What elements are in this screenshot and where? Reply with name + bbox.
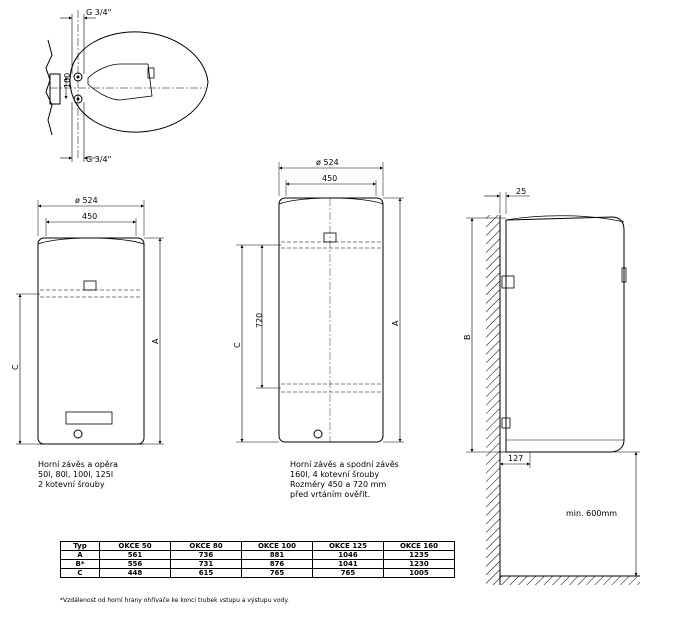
center-width-label: 450: [322, 174, 337, 183]
floor-hatching: [500, 576, 640, 585]
pipe-label-top: G 3/4": [86, 8, 111, 17]
side-pipe-label: 127: [508, 454, 523, 463]
left-width-label: 450: [82, 212, 97, 221]
table-row: A 561 736 881 1046 1235: [60, 550, 455, 560]
pipe-spacing-label: 100: [63, 73, 72, 88]
footnote: *Vzdálenost od horní hrany ohřívače ke k…: [60, 597, 289, 604]
table-row: B* 556 731 876 1041 1230: [60, 559, 455, 569]
left-diameter-label: ø 524: [75, 196, 98, 205]
dimensions-table: Typ OKCE 50 OKCE 80 OKCE 100 OKCE 125 OK…: [60, 541, 455, 578]
center-thermostat-knob: [313, 429, 323, 439]
left-caption: Horní závěs a opěra 50l, 80l, 100l, 125l…: [38, 460, 118, 489]
table-row: C 448 615 765 765 1005: [60, 568, 455, 578]
side-offset-label: 25: [516, 187, 526, 196]
left-heater-front-view: ø 524 450 A C: [11, 196, 164, 445]
center-caption: Horní závěs a spodní závěs 160l, 4 kotev…: [290, 460, 399, 499]
center-heater-front-view: ø 524 450 A 720 C: [233, 158, 404, 443]
top-view-outline: [69, 31, 209, 133]
center-dim-c: C: [233, 342, 242, 348]
top-view-inner-panel: [87, 63, 153, 101]
wall-hatching: [486, 215, 500, 585]
wall-bracket: [45, 39, 53, 136]
side-min-label: min. 600mm: [566, 509, 617, 518]
left-dim-a: A: [151, 338, 160, 344]
center-heater-body: [278, 197, 384, 443]
center-dim-a: A: [391, 320, 400, 326]
side-dim-b: B: [463, 335, 472, 341]
left-dim-c: C: [11, 364, 20, 370]
thermostat-knob: [73, 429, 83, 439]
side-heater-body: [505, 216, 625, 453]
table-header-row: Typ OKCE 50 OKCE 80 OKCE 100 OKCE 125 OK…: [60, 541, 455, 551]
pipe-label-bottom: G 3/4": [86, 155, 111, 164]
left-heater-body: [37, 237, 145, 445]
center-dim-720: 720: [255, 313, 264, 328]
side-view: 25 B 127 min. 600mm: [463, 187, 640, 585]
top-view: G 3/4" G 3/4" 100: [45, 8, 209, 164]
center-diameter-label: ø 524: [316, 158, 339, 167]
